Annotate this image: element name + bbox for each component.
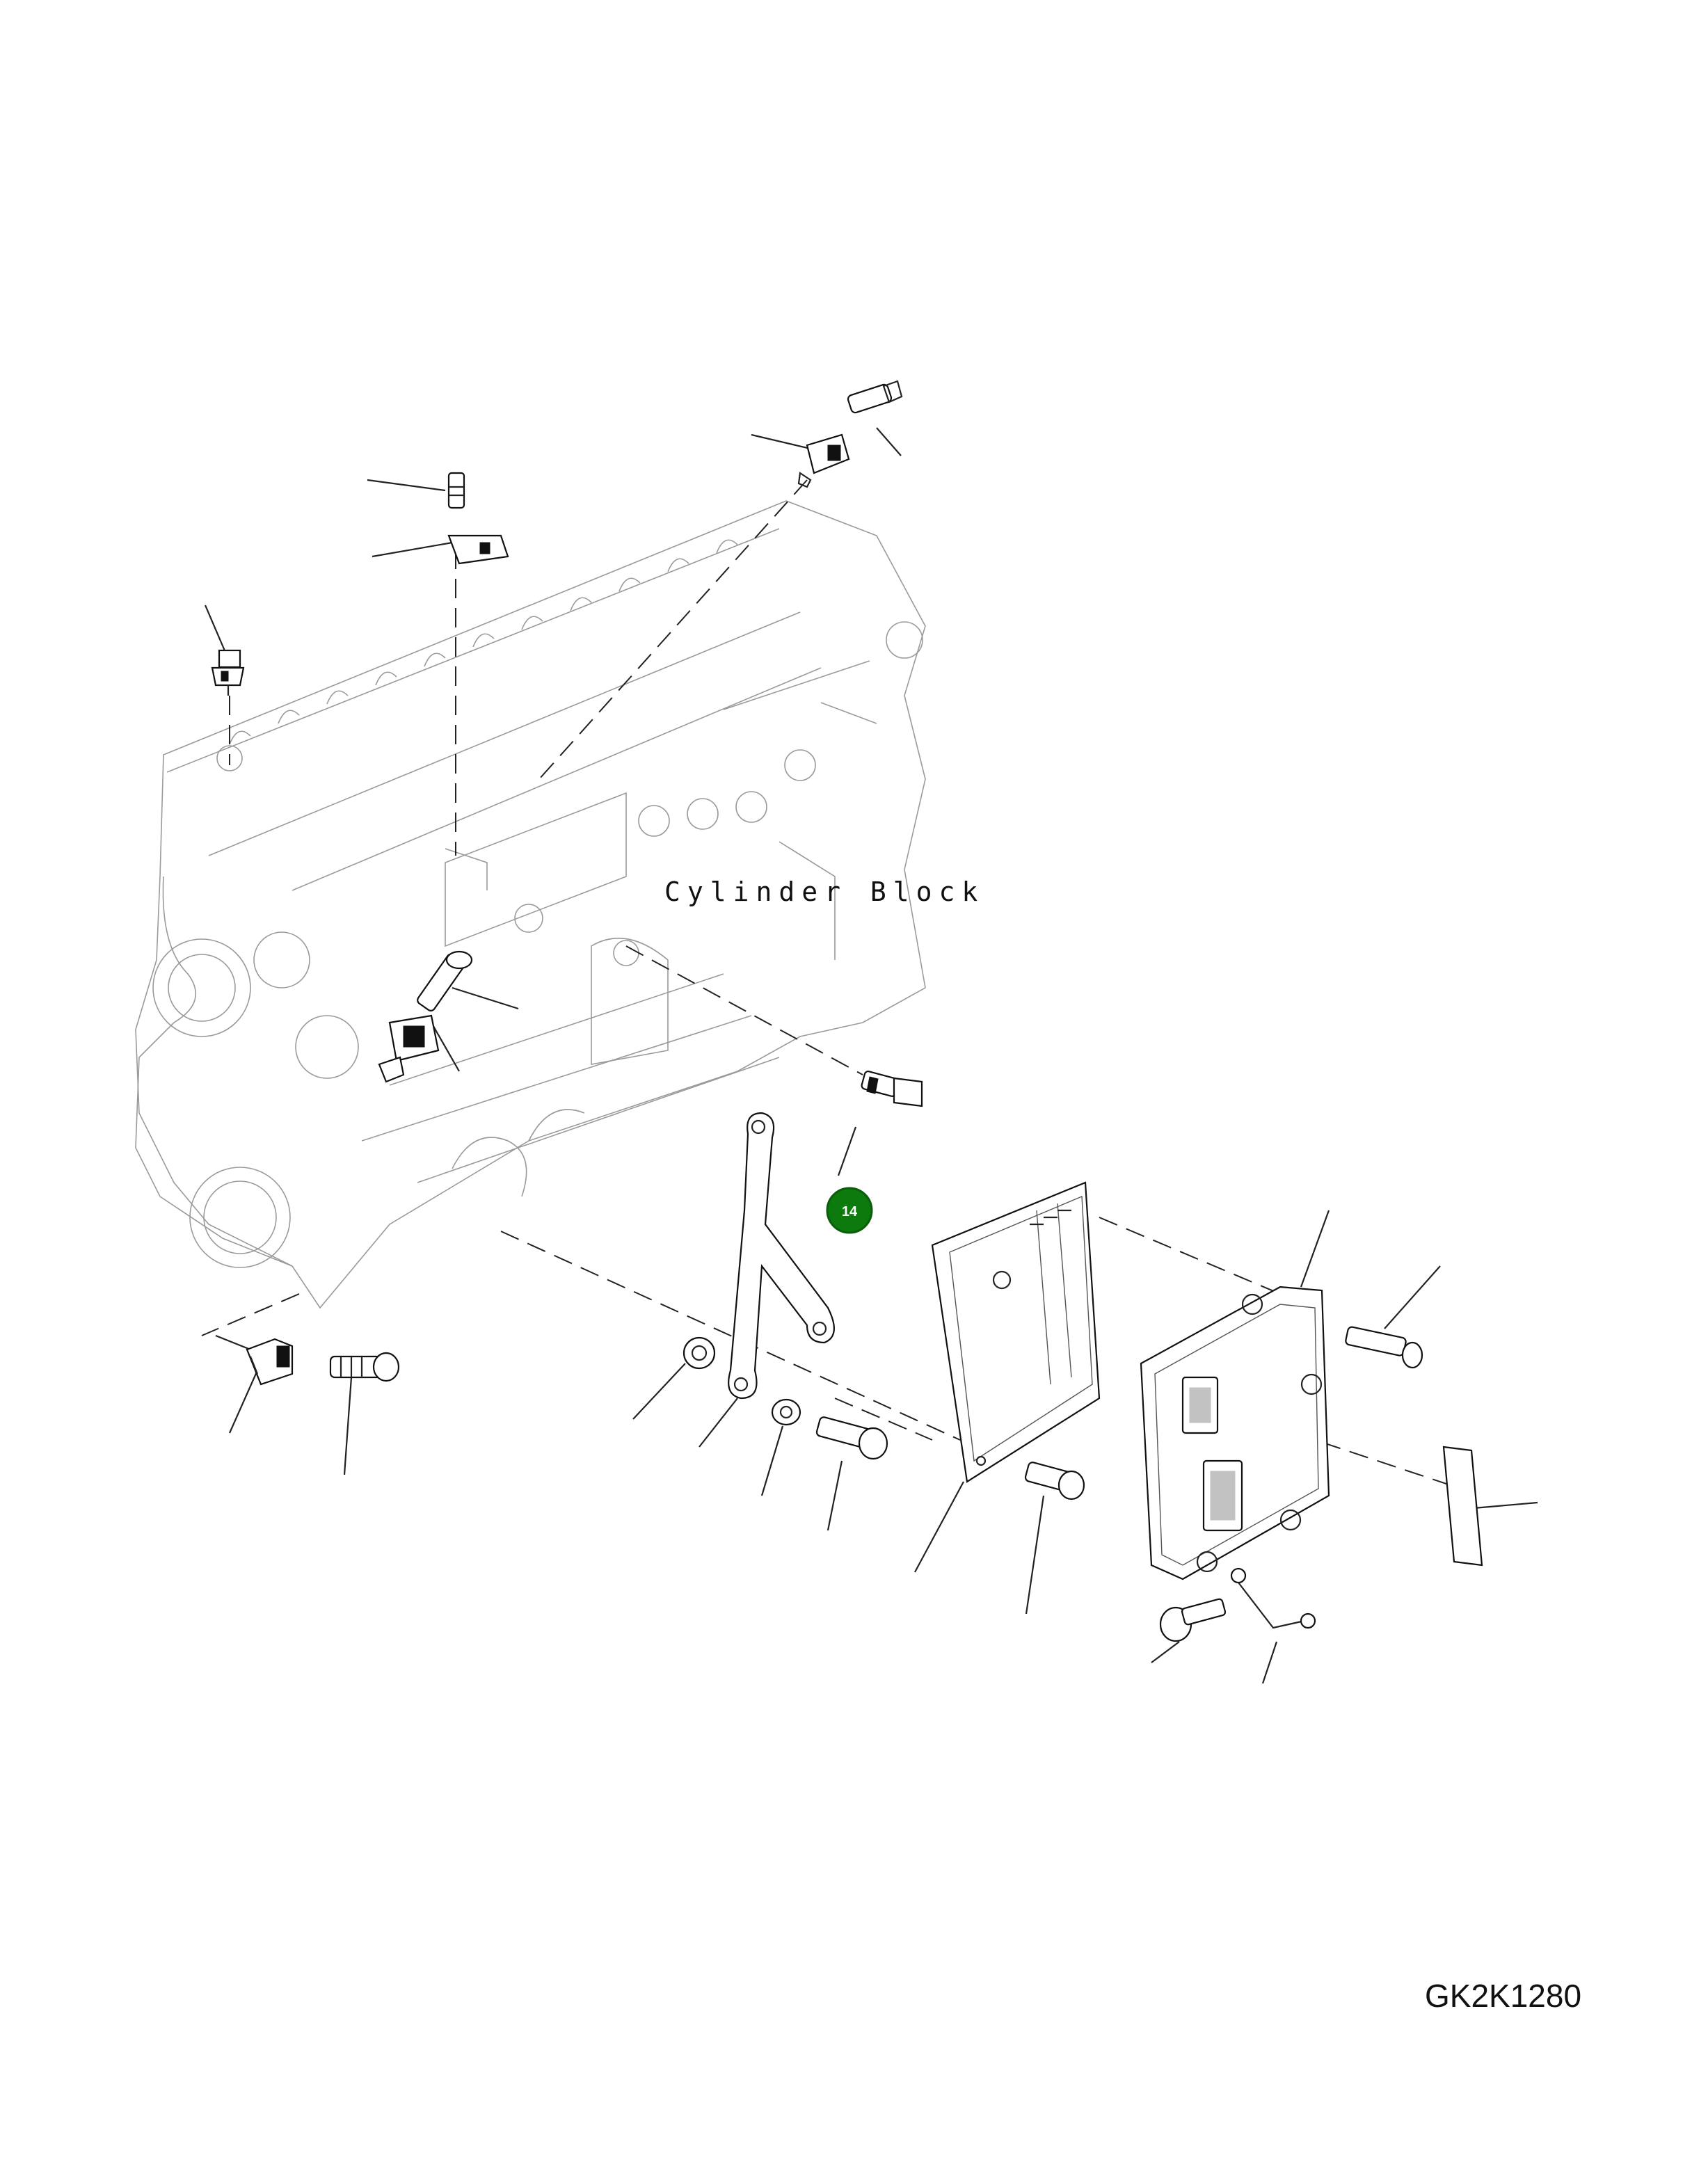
callout-14-number[interactable]: 14 — [842, 1204, 858, 1219]
bolt-plate — [1024, 1462, 1085, 1500]
sensor-middle-left — [378, 1014, 440, 1083]
leader-lines — [204, 427, 1538, 1684]
washer — [771, 1398, 801, 1426]
engine-control-module — [1140, 1286, 1330, 1580]
bolt-top-left — [447, 472, 465, 509]
bolt-top-right — [847, 380, 903, 414]
cylinder-block — [135, 500, 926, 1309]
bolt-right — [1345, 1326, 1423, 1369]
ground-strap — [1230, 1567, 1316, 1629]
sensor-lower-left — [246, 1338, 294, 1386]
callout-14-badge[interactable] — [826, 1187, 873, 1234]
assembly-lines — [201, 479, 1462, 1489]
label-plate — [1442, 1446, 1483, 1567]
sensor-left — [211, 649, 245, 696]
sensor-top-left — [447, 534, 509, 565]
ecm-bracket-plate — [931, 1181, 1101, 1483]
bolt-flange-lower — [815, 1416, 888, 1460]
callout-14[interactable]: 14 — [826, 1187, 873, 1234]
sensor-top-center — [797, 433, 850, 488]
pressure-sensor-14 — [861, 1070, 923, 1107]
drawing-code: GK2K1280 — [1425, 1978, 1581, 2014]
small-parts — [211, 380, 1483, 1642]
spacer — [683, 1336, 716, 1370]
block-label: Cylinder Block — [664, 877, 984, 907]
bolt-ecm-lower — [1159, 1598, 1227, 1642]
bolt-middle — [417, 950, 473, 1011]
bolt-lower-left — [329, 1352, 400, 1382]
ground-bracket — [728, 1112, 835, 1400]
